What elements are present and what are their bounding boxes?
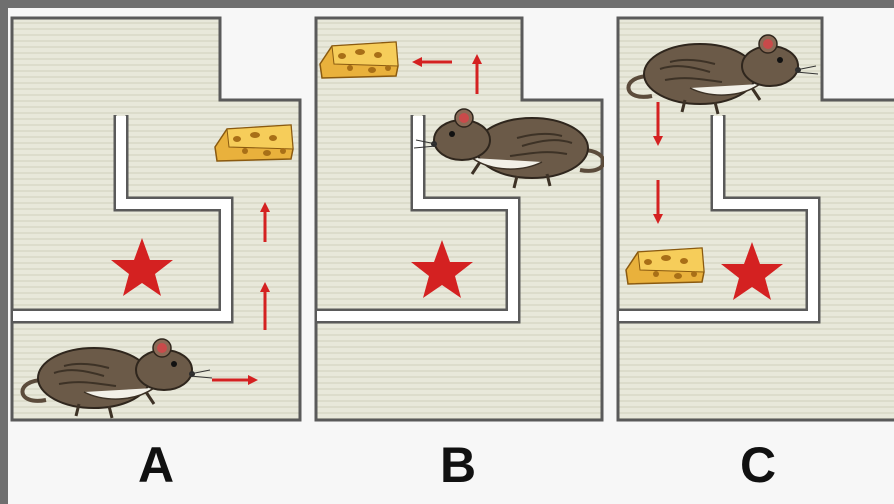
- maze-floor: [314, 16, 604, 422]
- maze-wall-gap: [808, 199, 818, 321]
- maze-inner-wall: [12, 115, 222, 312]
- maze-inner-wall-edge: [316, 115, 521, 324]
- maze-a-drawing: [10, 16, 302, 422]
- maze-wall-gap: [619, 311, 818, 321]
- maze-wall-gap: [317, 311, 518, 321]
- maze-wall-gap: [713, 116, 723, 202]
- maze-inner-wall: [316, 115, 509, 312]
- cheese-icon: [214, 124, 294, 162]
- maze-wall-gap: [413, 199, 518, 209]
- maze-wall-gap: [116, 199, 231, 209]
- maze-wall-gap: [221, 199, 231, 321]
- maze-inner-wall-edge: [618, 115, 821, 324]
- maze-wall-gap: [713, 199, 818, 209]
- maze-wall-gap: [508, 199, 518, 321]
- panel-label-c: C: [739, 437, 777, 493]
- panel-label-b: B: [439, 437, 477, 493]
- maze-c-drawing: [616, 16, 894, 422]
- star-icon: [411, 240, 473, 298]
- cheese-icon: [319, 41, 399, 79]
- maze-wall-gap: [13, 311, 231, 321]
- maze-panel-a: [10, 10, 302, 430]
- panel-label-a: A: [137, 437, 175, 493]
- maze-inner-wall-edge: [12, 115, 234, 324]
- star-icon: [721, 242, 783, 300]
- maze-b-drawing: [314, 16, 604, 422]
- star-icon: [111, 238, 173, 296]
- maze-panel-b: [312, 10, 604, 430]
- maze-panel-c: [612, 10, 894, 430]
- maze-wall-gap: [413, 116, 423, 202]
- frame-left-border: [0, 0, 8, 504]
- maze-inner-wall: [618, 115, 809, 312]
- cheese-icon: [625, 247, 705, 285]
- maze-wall-gap: [116, 116, 126, 202]
- frame-top-border: [0, 0, 894, 8]
